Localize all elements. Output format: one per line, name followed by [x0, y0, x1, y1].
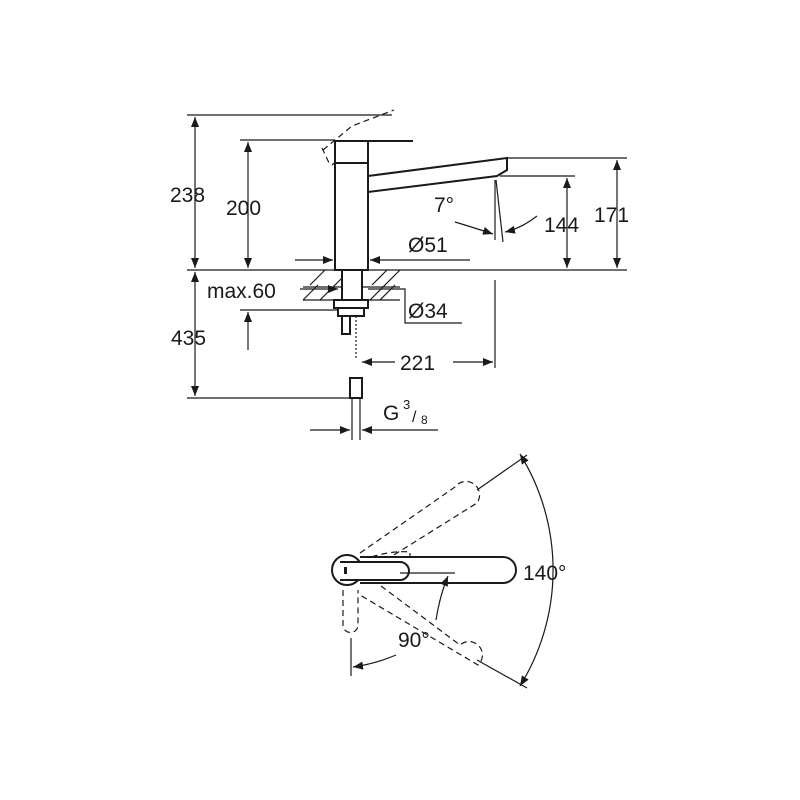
- lever-position-side: [342, 590, 359, 634]
- dim-thread-g38: G 3 / 8: [383, 397, 428, 427]
- dim-max-60: max.60: [207, 280, 276, 303]
- faucet-cap: [334, 140, 369, 164]
- dim-144: 144: [544, 214, 579, 237]
- hose-nut: [349, 377, 363, 399]
- side-view: 238 200 7° 144 171 Ø51 max.60 Ø34 435 22…: [170, 109, 629, 440]
- svg-text:3: 3: [403, 397, 410, 412]
- dim-7-degree: 7°: [434, 194, 454, 217]
- spout-position-left: [359, 480, 481, 569]
- dim-435: 435: [171, 327, 206, 350]
- shank: [341, 269, 363, 303]
- dim-90-degree: 90°: [398, 629, 430, 652]
- dim-diameter-34: Ø34: [408, 300, 448, 323]
- dim-diameter-51: Ø51: [408, 234, 448, 257]
- svg-text:G: G: [383, 402, 399, 425]
- dim-171: 171: [594, 204, 629, 227]
- dim-238: 238: [170, 184, 205, 207]
- dim-221: 221: [400, 352, 435, 375]
- svg-text:8: 8: [421, 413, 428, 427]
- dim-140-degree: 140°: [523, 562, 566, 585]
- spout-position-right: [359, 579, 484, 666]
- dim-200: 200: [226, 197, 261, 220]
- spout: [367, 156, 508, 194]
- svg-text:/: /: [412, 409, 417, 426]
- faucet-body: [334, 162, 369, 271]
- top-view: 140° 90°: [331, 453, 566, 689]
